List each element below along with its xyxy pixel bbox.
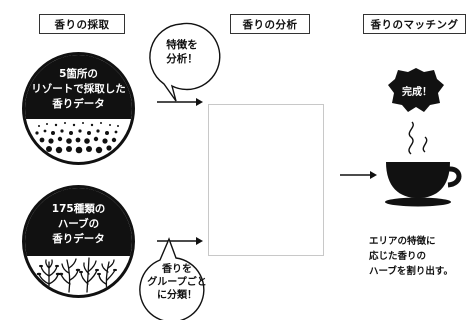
bubble-analyze-line-2: 分析！ bbox=[166, 53, 198, 65]
completed-badge bbox=[388, 68, 444, 112]
caption-line-1: エリアの特徴に bbox=[369, 236, 436, 247]
arrow-herb-to-ai bbox=[157, 237, 203, 245]
header-collect: 香りの採取 bbox=[39, 14, 125, 34]
header-analysis: 香りの分析 bbox=[230, 14, 310, 34]
ai-analysis-panel bbox=[208, 104, 324, 256]
bubble-classify-line-3: に分類！ bbox=[157, 290, 197, 301]
herb-line-2: ハーブの bbox=[57, 217, 100, 230]
speech-bubble-classify bbox=[139, 237, 205, 320]
bubble-classify-text: 香りを グループごと に分類！ bbox=[143, 263, 211, 302]
resort-line-2: リゾートで採取した bbox=[31, 82, 126, 95]
header-matching: 香りのマッチング bbox=[363, 14, 466, 34]
steaming-cup-icon bbox=[385, 121, 462, 207]
herb-scent-label: 175種類の ハーブの 香りデータ bbox=[25, 188, 132, 256]
scent-dots-icon bbox=[35, 122, 119, 154]
herb-scent-circle: 175種類の ハーブの 香りデータ bbox=[22, 185, 135, 298]
resort-line-3: 香りデータ bbox=[52, 97, 105, 110]
result-caption: エリアの特徴に 応じた香りの ハーブを割り出す。 bbox=[369, 234, 469, 279]
resort-scent-label: 5箇所の リゾートで採取した 香りデータ bbox=[25, 55, 132, 119]
bubble-analyze-line-1: 特徴を bbox=[166, 39, 198, 51]
resort-scent-circle: 5箇所の リゾートで採取した 香りデータ bbox=[22, 52, 135, 165]
speech-bubble-analyze bbox=[149, 22, 221, 102]
caption-line-2: 応じた香りの bbox=[369, 251, 427, 262]
resort-line-1: 5箇所の bbox=[59, 67, 98, 80]
herb-plants-icon bbox=[36, 257, 117, 293]
completed-badge-text: 完成！ bbox=[402, 87, 432, 98]
caption-line-3: ハーブを割り出す。 bbox=[369, 266, 453, 277]
herb-line-1: 175種類の bbox=[51, 202, 106, 215]
bubble-analyze-text: 特徴を 分析！ bbox=[149, 38, 215, 66]
arrow-resort-to-ai bbox=[157, 98, 203, 106]
bubble-classify-line-2: グループごと bbox=[147, 277, 207, 288]
ai-label: AI bbox=[236, 159, 272, 194]
arrow-ai-to-result bbox=[340, 171, 377, 179]
bubble-classify-line-1: 香りを bbox=[162, 264, 192, 275]
herb-line-3: 香りデータ bbox=[52, 232, 105, 245]
ai-brand-name: iinioi bbox=[230, 143, 278, 161]
